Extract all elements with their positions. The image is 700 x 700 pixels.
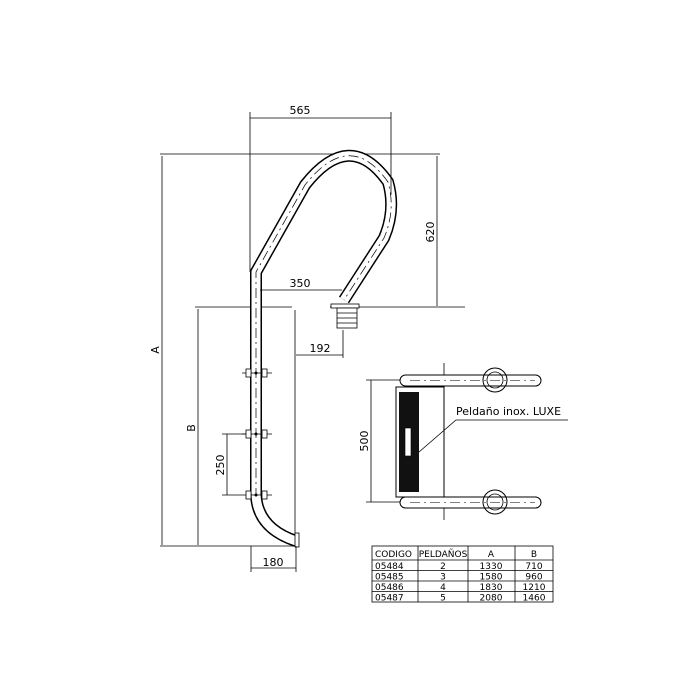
anchor-ring [482,367,508,393]
dimension-a: A [149,156,163,545]
header-peldanos: PELDAÑOS [419,549,468,560]
side-view: 565 620 350 192 180 250 A [149,104,465,572]
svg-text:4: 4 [440,583,446,593]
header-codigo: CODIGO [375,550,412,560]
svg-text:3: 3 [440,573,446,583]
svg-text:5: 5 [440,594,446,604]
dimension-label: 250 [214,455,227,476]
svg-text:1210: 1210 [523,583,546,593]
dimension-label: 620 [424,222,437,243]
svg-text:710: 710 [525,562,542,572]
foot-cap [294,532,300,548]
svg-text:05484: 05484 [375,562,404,572]
header-a: A [488,550,495,560]
dimension-label: 500 [358,431,371,452]
dimension-620: 620 [424,156,438,306]
anchor-ring [482,489,508,515]
table-row: 05486 4 1830 1210 [375,583,546,593]
svg-text:1460: 1460 [523,594,546,604]
dimension-label: 192 [310,342,331,355]
callout-label: Peldaño inox. LUXE [456,405,561,418]
svg-text:05485: 05485 [375,573,404,583]
anchor-escutcheon [330,303,360,329]
dimension-label: B [185,424,198,432]
svg-text:2: 2 [440,562,446,572]
callout-leader [418,419,568,453]
svg-text:1330: 1330 [480,562,503,572]
header-b: B [531,550,537,560]
dimension-565: 565 [249,104,392,272]
step-detail-view: 500 Peldaño inox. LUXE [358,363,568,520]
dimension-label: 350 [290,277,311,290]
dimension-180: 180 [250,546,297,572]
svg-text:1580: 1580 [480,573,503,583]
svg-text:05486: 05486 [375,583,404,593]
dimension-192: 192 [296,330,344,358]
table-row: 05487 5 2080 1460 [375,594,546,604]
dimension-b: B [185,309,199,545]
dimension-label: 565 [290,104,311,117]
dimension-label: 180 [263,556,284,569]
svg-text:1830: 1830 [480,583,503,593]
model-table: CODIGO PELDAÑOS A B 05484 2 1330 710 054… [371,545,554,604]
dimension-label: A [149,346,162,354]
svg-text:2080: 2080 [480,594,503,604]
svg-text:05487: 05487 [375,594,404,604]
dimension-350: 350 [260,277,342,291]
table-row: 05484 2 1330 710 [375,562,543,572]
step-brackets [222,368,272,500]
dimension-250: 250 [214,434,228,495]
svg-text:960: 960 [525,573,542,583]
table-row: 05485 3 1580 960 [375,573,543,583]
table-header: CODIGO PELDAÑOS A B [375,549,537,560]
